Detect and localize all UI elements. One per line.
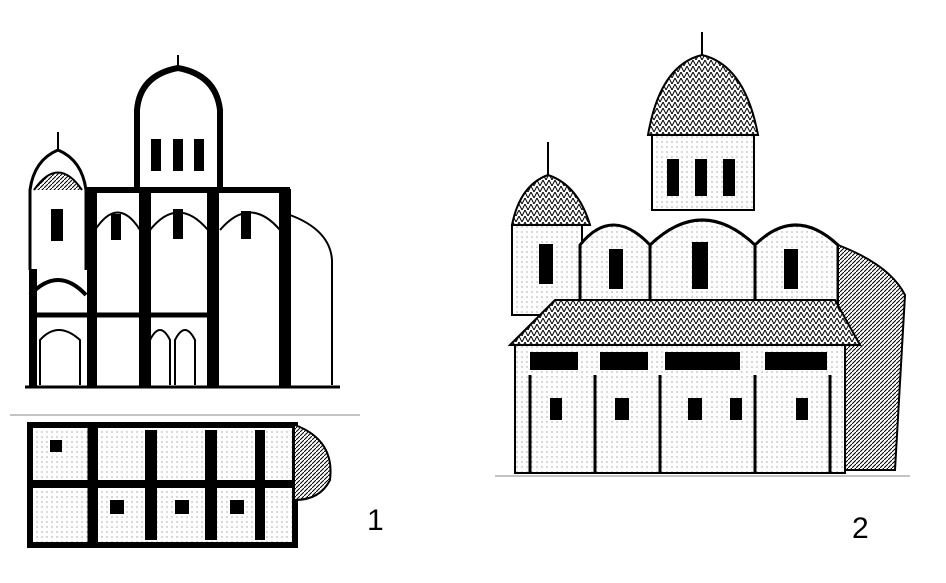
figure-label-1: 1 [367, 504, 384, 537]
cathedral-section-drawing [25, 55, 340, 389]
cathedral-floor-plan [10, 414, 360, 548]
cathedral-reconstruction-drawing [495, 32, 910, 477]
figure-label-2: 2 [852, 512, 869, 545]
